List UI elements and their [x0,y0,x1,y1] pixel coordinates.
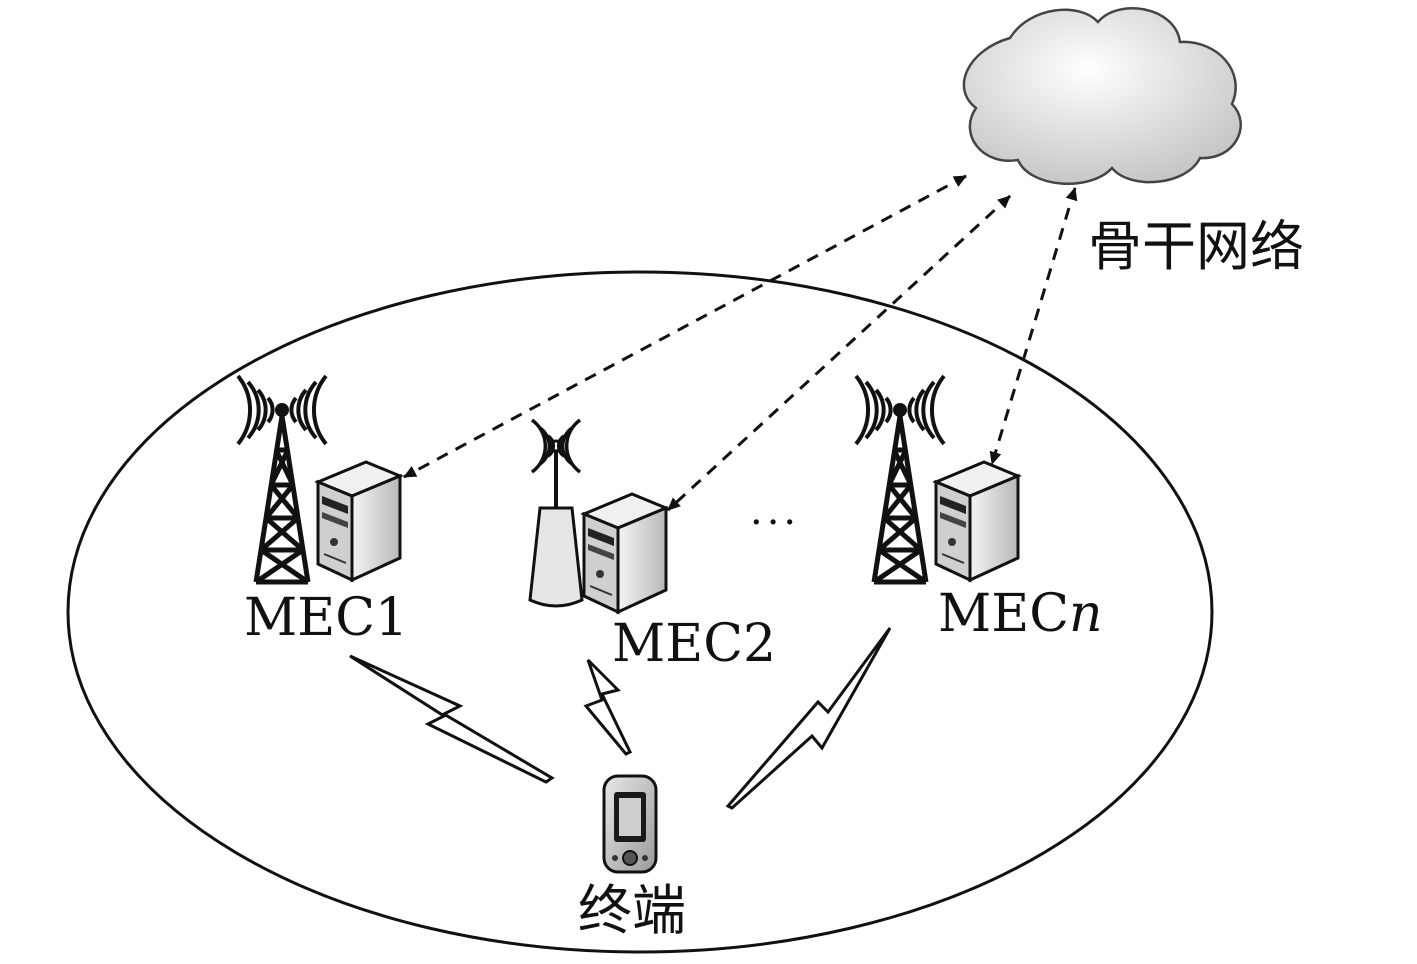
server-icon [934,460,1020,582]
small-antenna-icon [528,418,584,608]
mecn-label-suffix: n [1069,584,1103,644]
mec2-label: MEC2 [612,614,777,674]
terminal-label: 终端 [578,879,686,942]
mobile-phone-icon [602,774,658,874]
mec1-label: MEC1 [244,588,409,648]
mecn-label-prefix: MEC [938,584,1069,644]
cell-tower-icon [238,376,326,582]
lightning-link-icon [725,627,892,810]
cell-tower-icon [856,376,944,582]
server-icon [582,492,668,614]
ellipsis-label: ··· [750,500,801,546]
link-cloud-mec1 [403,174,967,479]
cloud-icon [962,7,1242,185]
link-cloud-mec2 [666,194,1012,512]
server-icon [316,460,402,582]
lightning-link-icon [583,658,632,756]
link-cloud-mecn [989,187,1078,465]
mecn-label: MECn [938,588,1103,640]
lightning-link-icon [349,654,555,784]
backbone-network-label: 骨干网络 [1088,215,1304,278]
